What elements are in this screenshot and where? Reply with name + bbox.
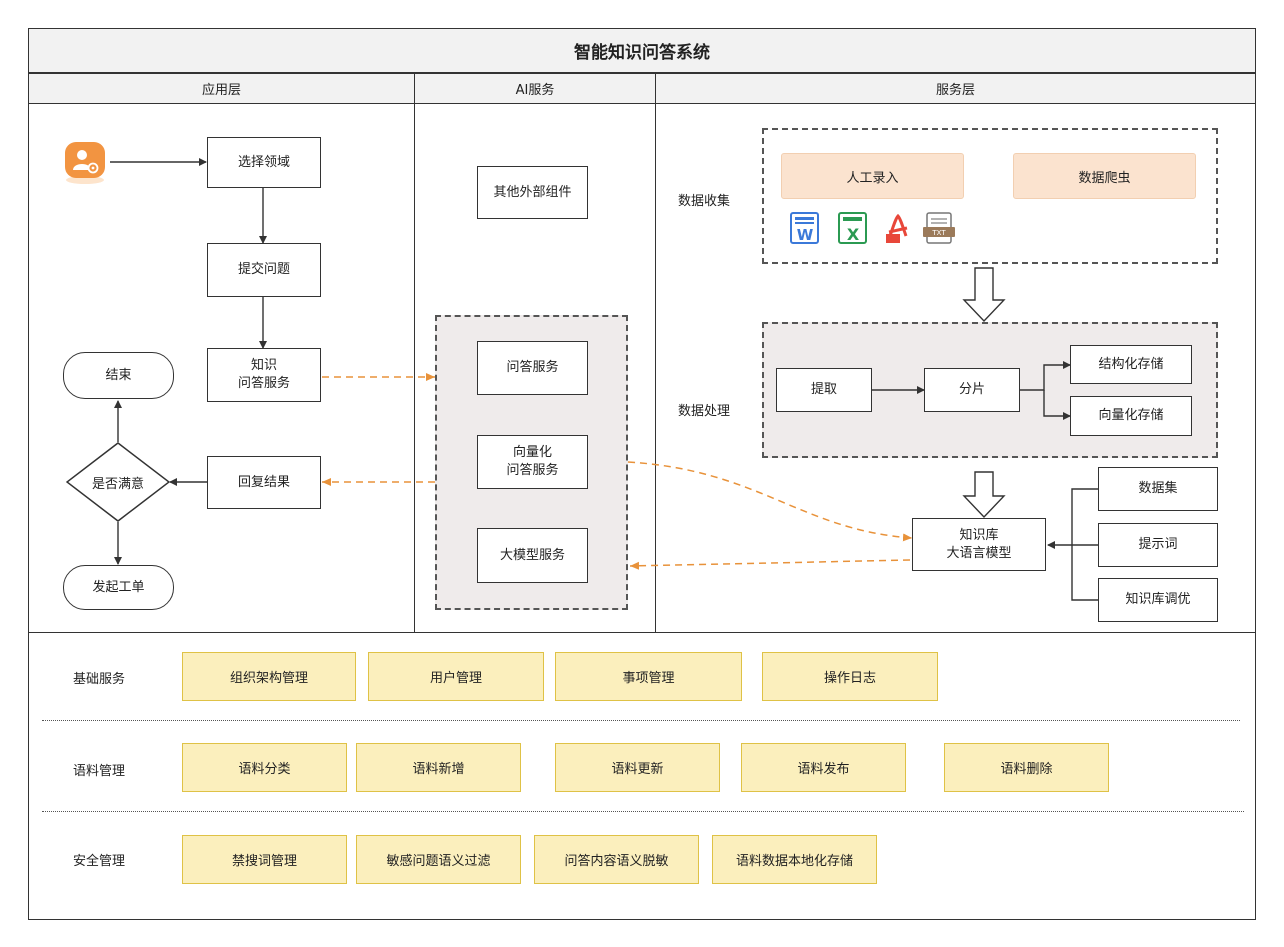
prompt-label: 提示词 [1138,537,1178,552]
struct-storage-box[interactable]: 结构化存储 [1070,345,1192,384]
corpus-publish-label: 语料发布 [797,762,850,777]
external-components-box[interactable]: 其他外部组件 [477,166,588,219]
extract-box[interactable]: 提取 [776,368,872,412]
knowledge-qa-box[interactable]: 知识 问答服务 [207,348,321,402]
security-management-label: 安全管理 [73,854,126,869]
vector-qa-label: 向量化 问答服务 [506,445,559,478]
org-management-box[interactable]: 组织架构管理 [182,652,356,701]
struct-storage-label: 结构化存储 [1098,356,1164,372]
kb-tuning-label: 知识库调优 [1125,592,1191,607]
shard-box[interactable]: 分片 [924,368,1020,412]
local-storage-box[interactable]: 语料数据本地化存储 [712,835,877,884]
operation-log-label: 操作日志 [823,671,876,686]
kb-llm-box[interactable]: 知识库 大语言模型 [912,518,1046,571]
banned-words-label: 禁搜词管理 [231,854,297,869]
title-bar: 智能知识问答系统 [28,28,1256,73]
header-service-layer: 服务层 [655,73,1256,104]
txt-file-icon: TXT [922,212,956,246]
content-desensitize-box[interactable]: 问答内容语义脱敏 [534,835,699,884]
header-ai-label: AI服务 [515,83,555,98]
corpus-delete-box[interactable]: 语料删除 [944,743,1109,792]
excel-file-icon: X [837,212,869,244]
sensitive-filter-label: 敏感问题语义过滤 [386,854,491,869]
qa-service-box[interactable]: 问答服务 [477,341,588,395]
item-management-label: 事项管理 [622,671,675,686]
page-title: 智能知识问答系统 [574,43,710,63]
corpus-delete-label: 语料删除 [1000,762,1053,777]
submit-question-label: 提交问题 [237,262,290,277]
user-management-label: 用户管理 [429,671,482,686]
llm-service-box[interactable]: 大模型服务 [477,528,588,583]
select-domain-box[interactable]: 选择领域 [207,137,321,188]
start-ticket-node[interactable]: 发起工单 [63,565,174,610]
corpus-management-label: 语料管理 [73,764,126,779]
sensitive-filter-box[interactable]: 敏感问题语义过滤 [356,835,521,884]
excel-file-glyph: X [847,225,860,244]
dataset-label: 数据集 [1138,481,1178,496]
corpus-classify-label: 语料分类 [238,762,291,777]
header-app-layer: 应用层 [28,73,415,104]
manual-entry-label: 人工录入 [846,170,899,186]
satisfied-label: 是否满意 [91,476,144,492]
header-app-label: 应用层 [201,83,241,98]
banned-words-box[interactable]: 禁搜词管理 [182,835,347,884]
item-management-box[interactable]: 事项管理 [555,652,742,701]
knowledge-qa-label: 知识 问答服务 [237,358,290,391]
corpus-update-box[interactable]: 语料更新 [555,743,720,792]
select-domain-label: 选择领域 [237,154,290,170]
row-divider-2 [42,811,1244,812]
operation-log-box[interactable]: 操作日志 [762,652,938,701]
data-collection-label: 数据收集 [678,194,731,209]
satisfied-decision: 是否满意 [66,442,170,522]
external-components-label: 其他外部组件 [493,184,572,200]
vector-storage-label: 向量化存储 [1098,408,1164,423]
txt-file-glyph: TXT [931,229,946,237]
dataset-box[interactable]: 数据集 [1098,467,1218,511]
corpus-add-box[interactable]: 语料新增 [356,743,521,792]
corpus-classify-box[interactable]: 语料分类 [182,743,347,792]
data-crawler-label: 数据爬虫 [1078,170,1131,186]
data-crawler-box[interactable]: 数据爬虫 [1013,153,1196,199]
llm-service-label: 大模型服务 [499,547,565,563]
manual-entry-box[interactable]: 人工录入 [781,153,964,199]
shard-label: 分片 [958,382,985,397]
reply-result-label: 回复结果 [237,474,290,490]
row-divider-1 [42,720,1240,721]
reply-result-box[interactable]: 回复结果 [207,456,321,509]
word-file-icon: W [789,212,821,244]
data-collection-zone [762,128,1218,264]
prompt-box[interactable]: 提示词 [1098,523,1218,567]
vector-storage-box[interactable]: 向量化存储 [1070,396,1192,436]
qa-service-label: 问答服务 [506,360,559,375]
content-desensitize-label: 问答内容语义脱敏 [564,854,669,869]
header-ai-service: AI服务 [414,73,656,104]
user-icon [62,142,108,184]
corpus-publish-box[interactable]: 语料发布 [741,743,906,792]
extract-label: 提取 [810,382,837,397]
end-node: 结束 [63,352,174,399]
kb-tuning-box[interactable]: 知识库调优 [1098,578,1218,622]
vector-qa-box[interactable]: 向量化 问答服务 [477,435,588,489]
basic-services-label: 基础服务 [73,672,126,687]
word-file-glyph: W [797,226,814,244]
submit-question-box[interactable]: 提交问题 [207,243,321,297]
bottom-section [28,632,1256,920]
org-management-label: 组织架构管理 [229,671,308,686]
start-ticket-label: 发起工单 [92,579,145,595]
corpus-add-label: 语料新增 [412,762,465,777]
kb-llm-label: 知识库 大语言模型 [946,527,1012,561]
corpus-update-label: 语料更新 [611,762,664,777]
user-management-box[interactable]: 用户管理 [368,652,544,701]
pdf-file-icon [884,213,912,244]
header-svc-label: 服务层 [935,83,975,98]
end-label: 结束 [105,367,132,383]
local-storage-label: 语料数据本地化存储 [735,854,853,869]
data-processing-label: 数据处理 [678,404,731,419]
